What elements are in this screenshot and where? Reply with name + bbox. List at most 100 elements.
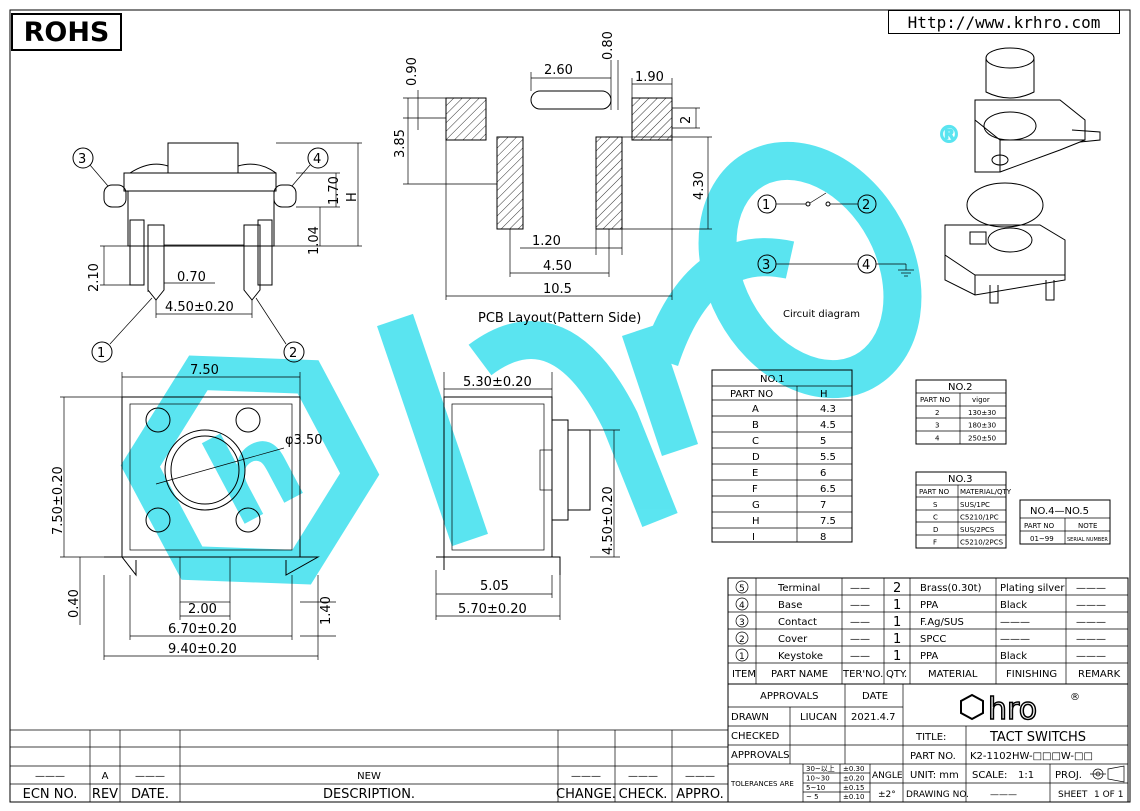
bom-header: PART NAME bbox=[771, 669, 828, 680]
table-no3-header: MATERIAL/QTY bbox=[960, 488, 1012, 496]
circuit-title: Circuit diagram bbox=[783, 309, 860, 320]
approvals-header: APPROVALS bbox=[760, 691, 819, 702]
bom-item: 5 bbox=[739, 584, 745, 594]
table-no1-cell: 7 bbox=[820, 500, 826, 511]
table-no1-cell: G bbox=[752, 500, 760, 511]
table-no2-cell: 2 bbox=[935, 409, 939, 417]
drawn-date: 2021.4.7 bbox=[851, 712, 896, 723]
bom-header: REMARK bbox=[1078, 669, 1121, 680]
bom-item: 1 bbox=[739, 652, 745, 662]
dim-1-40: 1.40 bbox=[319, 596, 334, 625]
approvals-label: APPROVALS bbox=[731, 750, 790, 761]
table-no2-header: vigor bbox=[972, 396, 990, 404]
circuit-node-2: 2 bbox=[862, 198, 870, 213]
bom-part-name: Keystoke bbox=[778, 651, 823, 662]
table-no2-header: PART NO bbox=[920, 396, 951, 404]
bom-qty: 1 bbox=[893, 615, 901, 630]
bom-material: SPCC bbox=[920, 634, 946, 645]
bom-part-name: Contact bbox=[778, 617, 817, 628]
bom-ter-no: —— bbox=[850, 634, 870, 645]
dim-1-04: 1.04 bbox=[307, 226, 322, 255]
dim-1-20: 1.20 bbox=[532, 234, 561, 249]
revision-cell: ——— bbox=[35, 771, 65, 782]
table-no3-cell: SUS/2PCS bbox=[960, 526, 995, 534]
table-no45-cell: SERIAL NUMBER bbox=[1067, 537, 1108, 543]
bom-ter-no: —— bbox=[850, 600, 870, 611]
balloon-3: 3 bbox=[78, 152, 86, 167]
table-no3-cell: C bbox=[933, 514, 938, 522]
table-no2-title: NO.2 bbox=[948, 382, 973, 393]
angle-label: ANGLE bbox=[872, 771, 903, 781]
table-no2-cell: 180±30 bbox=[968, 422, 996, 430]
drawing-no-value: ——— bbox=[990, 790, 1017, 800]
bom-material: F.Ag/SUS bbox=[920, 617, 964, 628]
bom-header: MATERIAL bbox=[928, 669, 978, 680]
dim-dia-3-50: φ3.50 bbox=[285, 433, 323, 448]
sheet-border bbox=[9, 9, 1131, 803]
revision-header: ECN NO. bbox=[23, 787, 78, 802]
revision-header: CHANGE. bbox=[556, 787, 616, 802]
table-no3-header: PART NO bbox=[919, 488, 950, 496]
revision-cell: NEW bbox=[357, 771, 381, 782]
scale-value: 1:1 bbox=[1018, 770, 1034, 781]
dim-0-40: 0.40 bbox=[67, 589, 82, 618]
dim-2-60: 2.60 bbox=[544, 63, 573, 78]
bom-header: TER'NO. bbox=[842, 669, 883, 680]
tolerance-value: ±0.20 bbox=[843, 774, 864, 782]
drawn-label: DRAWN bbox=[731, 712, 769, 723]
table-no3-cell: C5210/1PC bbox=[960, 514, 999, 522]
top-view: φ3.50 7.50 7.50±0.20 0.40 2.00 6.70±0.20 bbox=[51, 363, 336, 660]
tolerance-range: 10~30 bbox=[806, 774, 830, 782]
date-header: DATE bbox=[862, 691, 888, 702]
table-no3-cell: S bbox=[933, 501, 938, 509]
dim-H: H bbox=[345, 192, 360, 202]
part-no-value: K2-1102HW-□□□W-□□ bbox=[970, 751, 1093, 762]
table-no3-cell: SUS/1PC bbox=[960, 501, 990, 509]
table-no3-title: NO.3 bbox=[948, 474, 973, 485]
title-value: TACT SWITCHS bbox=[989, 730, 1086, 745]
bom-item-balloon bbox=[735, 631, 749, 645]
tolerance-value: ±0.15 bbox=[843, 784, 864, 792]
revision-header: APPRO. bbox=[676, 787, 723, 802]
bom-item-balloon bbox=[735, 648, 749, 662]
dim-7-50: 7.50 bbox=[190, 363, 219, 378]
bom-item-balloon bbox=[735, 614, 749, 628]
bom-finishing: Plating silver bbox=[1000, 583, 1065, 594]
circuit-node-1: 1 bbox=[762, 198, 770, 213]
table-no1-cell: E bbox=[752, 468, 758, 479]
dim-2-00: 2.00 bbox=[188, 602, 217, 617]
dim-5-70: 5.70±0.20 bbox=[458, 602, 527, 617]
balloon-4: 4 bbox=[313, 152, 321, 167]
bom-qty: 1 bbox=[893, 632, 901, 647]
exploded-view bbox=[944, 47, 1101, 304]
table-no1-header: PART NO bbox=[730, 389, 773, 400]
bom-remark: ——— bbox=[1076, 583, 1106, 594]
table-no1-cell: B bbox=[752, 420, 759, 431]
drawing-no-label: DRAWING NO. bbox=[906, 790, 969, 800]
front-view: 5.30±0.20 4.50±0.20 5.05 5.70±0.20 bbox=[435, 372, 620, 620]
watermark-logo: h ® bbox=[120, 122, 961, 585]
bom-remark: ——— bbox=[1076, 617, 1106, 628]
dim-0-70: 0.70 bbox=[177, 270, 206, 285]
dim-4-50-pcb: 4.50 bbox=[543, 259, 572, 274]
table-no1-cell: 7.5 bbox=[820, 516, 836, 527]
revision-header: REV bbox=[92, 787, 118, 802]
table-no1-cell: A bbox=[752, 404, 759, 415]
circuit-diagram: 1 2 3 4 Circuit diagram bbox=[757, 192, 914, 320]
bom-material: PPA bbox=[920, 600, 938, 611]
table-no1-cell: 5 bbox=[820, 436, 826, 447]
watermark-registered: ® bbox=[938, 123, 960, 148]
tolerance-value: ±0.30 bbox=[843, 765, 864, 773]
dim-3-85: 3.85 bbox=[393, 129, 408, 158]
bom-ter-no: —— bbox=[850, 651, 870, 662]
revision-header: DESCRIPTION. bbox=[323, 787, 415, 802]
bom-ter-no: —— bbox=[850, 617, 870, 628]
table-no3: NO.3 PART NO MATERIAL/QTY S SUS/1PC C C5210… bbox=[915, 471, 1012, 549]
table-no45-header: NOTE bbox=[1078, 522, 1097, 530]
title-label: TITLE: bbox=[915, 732, 946, 743]
revision-cell: ——— bbox=[571, 771, 601, 782]
sheet-value: 1 OF 1 bbox=[1094, 790, 1123, 800]
